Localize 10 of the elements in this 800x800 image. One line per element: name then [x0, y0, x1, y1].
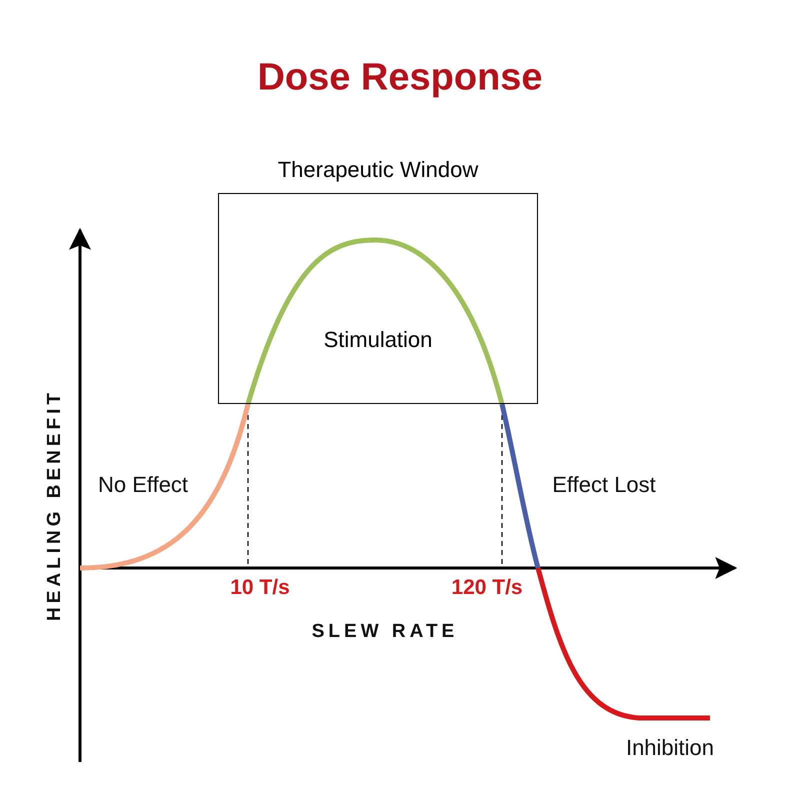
window-heading: Therapeutic Window: [278, 157, 478, 183]
region-label: Effect Lost: [552, 472, 656, 498]
chart-title: Dose Response: [257, 56, 543, 100]
region-label: Inhibition: [626, 735, 714, 761]
region-label: Stimulation: [324, 327, 432, 353]
axis-title: HEALING BENEFIT: [44, 388, 66, 622]
axis-tick-label: 120 T/s: [451, 576, 523, 600]
region-label: No Effect: [98, 472, 188, 498]
axis-tick-label: 10 T/s: [230, 576, 290, 600]
axis-title: SLEW RATE: [312, 621, 458, 643]
